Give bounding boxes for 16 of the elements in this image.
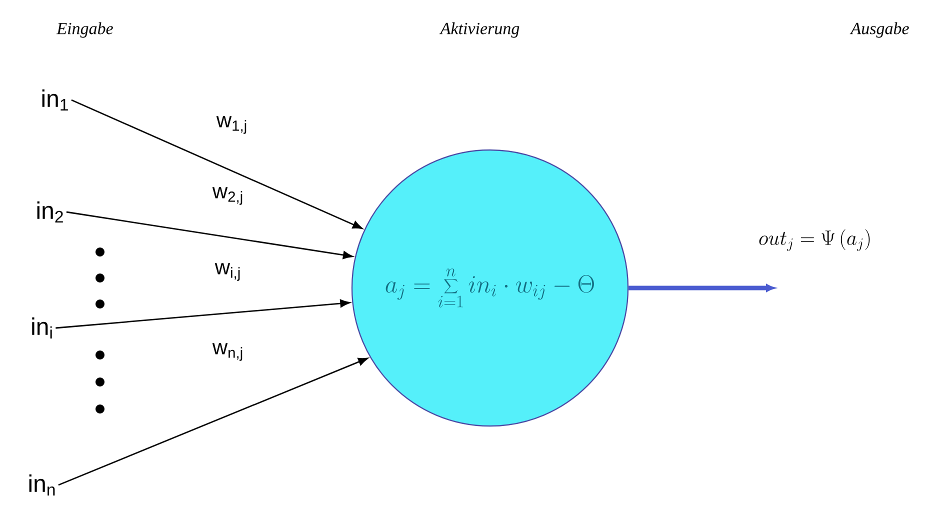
edge-label: w$_{i,j}$	[214, 263, 240, 281]
arrow	[56, 299, 350, 329]
column-heading: Aktivierung	[439, 22, 520, 38]
input-label: in$_{n}$	[29, 474, 55, 496]
output-formula: $out_j = \Psi\left(a_j\right)$	[759, 229, 870, 251]
edge-label: w$_{n,j}$	[212, 343, 242, 361]
arrow	[66, 211, 353, 260]
edge-label: w$_{1,j}$	[216, 116, 246, 134]
column-heading: Eingabe	[56, 22, 113, 38]
arrow	[71, 99, 362, 229]
input-label: in$_{1}$	[42, 89, 68, 111]
column-heading: Ausgabe	[850, 22, 909, 38]
input-label: in$_{2}$	[37, 201, 63, 223]
input-label: in$_{i}$	[32, 317, 52, 339]
arrow	[58, 358, 368, 486]
edge-label: w$_{2,j}$	[212, 187, 242, 205]
